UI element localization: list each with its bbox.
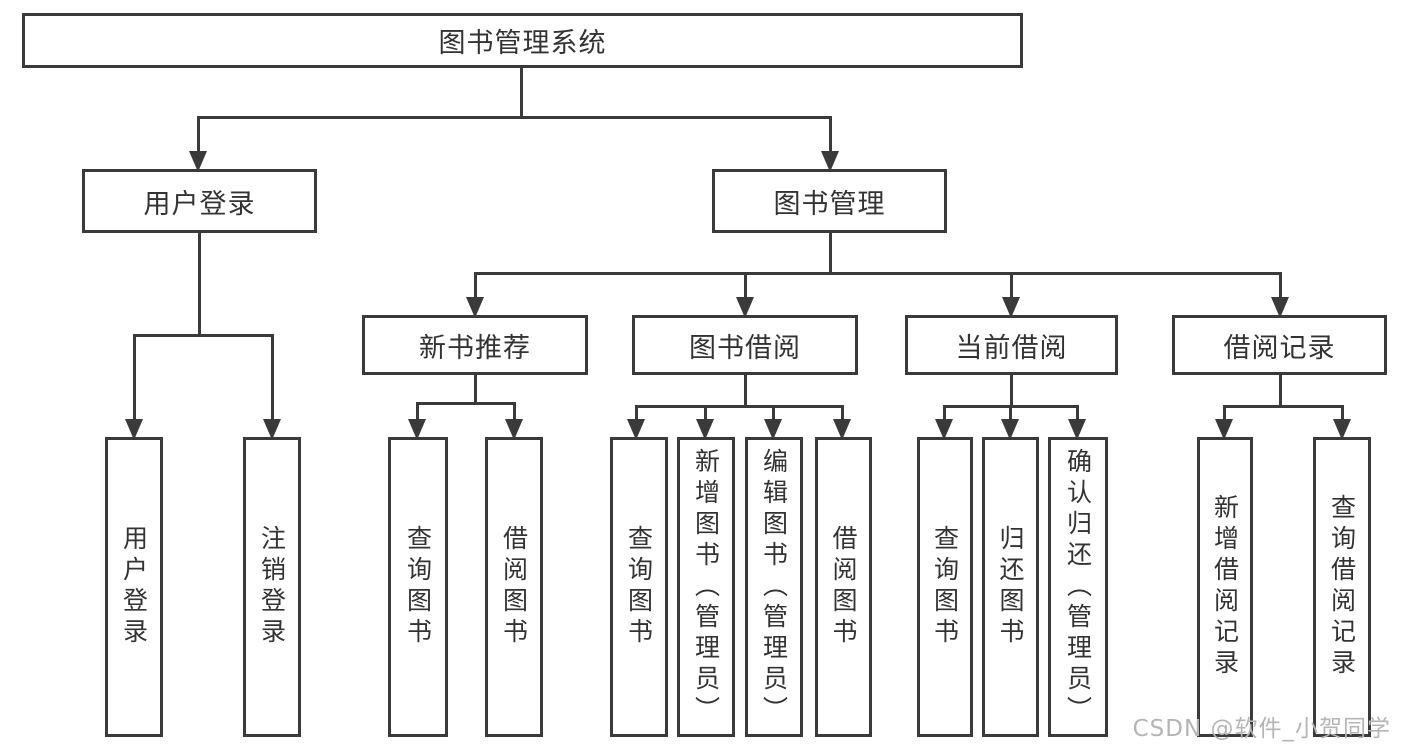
arrow-down-icon: [736, 297, 754, 318]
arrow-down-icon: [466, 297, 484, 318]
node-book-borrow: 图书借阅: [632, 315, 858, 375]
arrow-down-icon: [833, 419, 851, 440]
arrow-down-icon: [627, 419, 645, 440]
leaf-add-borrow-record: 新增借阅记录: [1197, 437, 1253, 737]
arrow-down-icon: [189, 151, 207, 172]
connector-line: [1278, 273, 1282, 298]
connector-line: [771, 406, 775, 420]
connector-line: [840, 406, 844, 420]
leaf-confirm-return-admin: 确认归还（管理员）: [1048, 437, 1108, 737]
arrow-down-icon: [263, 419, 281, 440]
connector-line: [415, 403, 419, 420]
arrow-down-icon: [1068, 419, 1086, 440]
leaf-query-book-recommend: 查询图书: [388, 437, 448, 737]
node-current-borrow: 当前借阅: [905, 315, 1118, 375]
arrow-down-icon: [764, 419, 782, 440]
leaf-query-borrow-record: 查询借阅记录: [1313, 437, 1371, 737]
connector-line: [828, 117, 832, 152]
connector-line: [132, 335, 136, 420]
arrow-down-icon: [935, 419, 953, 440]
node-borrow-records: 借阅记录: [1172, 315, 1387, 375]
leaf-borrow-book: 借阅图书: [815, 437, 872, 737]
connector-line: [520, 67, 523, 119]
connector-line: [1222, 406, 1226, 420]
connector-line: [942, 406, 946, 420]
connector-line: [270, 335, 274, 420]
leaf-edit-book-admin: 编辑图书（管理员）: [745, 437, 803, 737]
connector-line: [1009, 273, 1013, 298]
arrow-down-icon: [1215, 419, 1233, 440]
connector-line: [196, 115, 832, 119]
node-new-book-recommend: 新书推荐: [362, 315, 588, 375]
connector-line: [473, 273, 477, 298]
leaf-add-book-admin: 新增图书（管理员）: [677, 437, 735, 737]
connector-line: [703, 406, 707, 420]
arrow-down-icon: [1333, 419, 1351, 440]
leaf-borrow-book-recommend: 借阅图书: [485, 437, 543, 737]
arrow-down-icon: [408, 419, 426, 440]
connector-line: [1009, 375, 1013, 408]
connector-line: [634, 404, 844, 408]
connector-line: [1340, 406, 1344, 420]
leaf-return-book: 归还图书: [982, 437, 1039, 737]
leaf-logout: 注销登录: [243, 437, 301, 737]
csdn-watermark: CSDN @软件_小贺同学: [1132, 716, 1391, 742]
connector-line: [197, 233, 201, 337]
leaf-query-book-borrow: 查询图书: [610, 437, 668, 737]
connector-line: [415, 401, 516, 405]
arrow-down-icon: [821, 151, 839, 172]
connector-line: [1075, 406, 1079, 420]
connector-line: [828, 233, 832, 275]
connector-line: [743, 273, 747, 298]
node-user-login-branch: 用户登录: [82, 169, 317, 233]
connector-line: [1008, 406, 1012, 420]
connector-line: [512, 403, 516, 420]
connector-line: [634, 406, 638, 420]
arrow-down-icon: [1002, 297, 1020, 318]
connector-line: [132, 333, 274, 337]
connector-line: [743, 375, 747, 408]
arrow-down-icon: [696, 419, 714, 440]
connector-line: [1278, 375, 1282, 408]
connector-line: [1222, 404, 1344, 408]
node-book-management-branch: 图书管理: [712, 169, 947, 233]
arrow-down-icon: [1001, 419, 1019, 440]
connector-line: [473, 375, 477, 405]
leaf-query-book-current: 查询图书: [917, 437, 973, 737]
connector-line: [473, 271, 1282, 275]
arrow-down-icon: [505, 419, 523, 440]
connector-line: [196, 117, 200, 152]
node-library-management-system: 图书管理系统: [22, 13, 1023, 68]
arrow-down-icon: [1271, 297, 1289, 318]
leaf-user-login: 用户登录: [105, 437, 163, 737]
arrow-down-icon: [125, 419, 143, 440]
